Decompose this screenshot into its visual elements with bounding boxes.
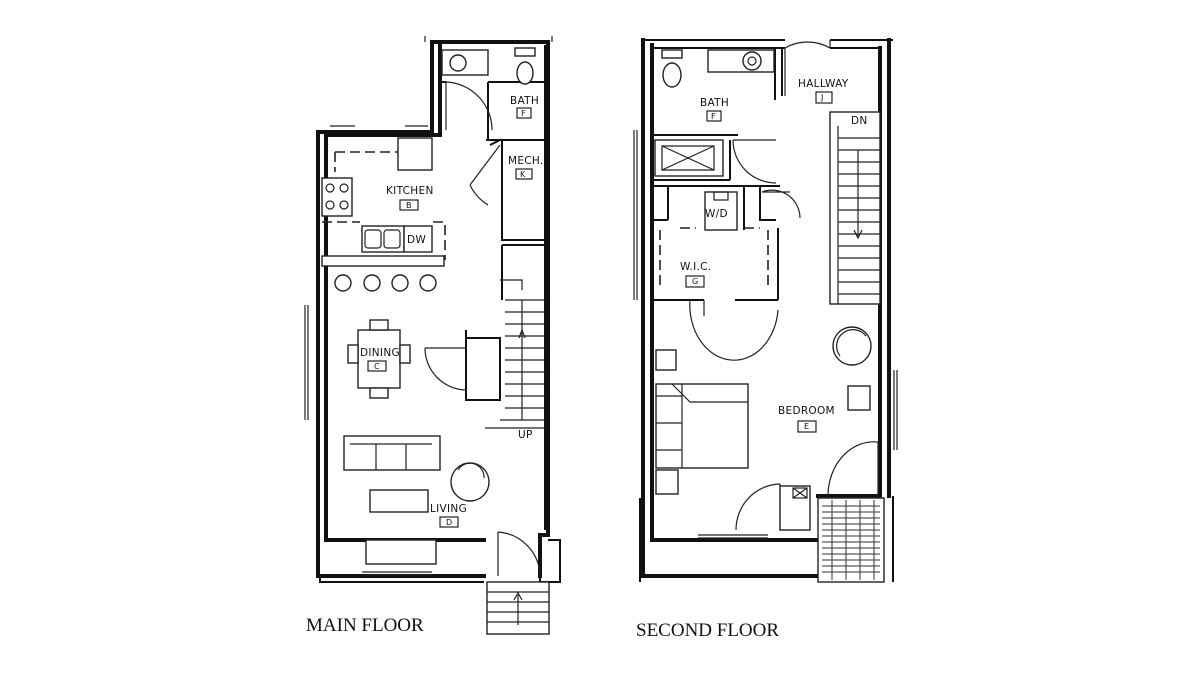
room-tag-mech: K [520, 170, 526, 179]
dishwasher-label: DW [407, 234, 426, 246]
living-armchair [450, 462, 490, 502]
kitchen-range [321, 177, 353, 217]
bedroom-armchair [832, 326, 872, 366]
hallway-door-swing [784, 40, 831, 96]
second-floor-plan: BATH F HALLWAY J W.I.C. G BEDROOM E W/D … [633, 38, 898, 641]
room-label-living: LIVING [430, 503, 467, 515]
room-label-bedroom: BEDROOM [778, 405, 835, 417]
room-label-wic: W.I.C. [680, 261, 711, 273]
room-label-bath-second: BATH [700, 97, 729, 109]
room-label-kitchen: KITCHEN [386, 185, 434, 197]
mech-door-swing [469, 144, 501, 206]
room-tag-living: D [446, 518, 452, 527]
bedroom-cabinet [779, 485, 811, 531]
room-label-dining: DINING [360, 347, 400, 359]
room-tag-kitchen: B [406, 201, 412, 210]
living-sofa [343, 435, 441, 471]
stair-label-up: UP [518, 429, 533, 441]
second-floor-walls [641, 38, 891, 578]
coffee-table [369, 489, 429, 513]
tv-console [365, 539, 437, 565]
kitchen-pantry [397, 137, 433, 171]
main-floor-walls [316, 40, 550, 578]
second-bath-walls [652, 48, 783, 187]
bed [655, 383, 749, 469]
bedroom-door-swing [735, 483, 781, 531]
main-bath-toilet [514, 47, 536, 57]
main-stairs-up [485, 279, 545, 429]
room-label-bath-main: BATH [510, 95, 539, 107]
main-floor-plan: DW [304, 36, 561, 636]
room-tag-bath-main: F [521, 109, 526, 118]
room-label-mech: MECH. [508, 155, 544, 167]
washer-dryer [704, 191, 738, 231]
floor-label-second: SECOND FLOOR [636, 620, 779, 641]
kitchen-upper-cabinets [334, 151, 398, 172]
second-bath-door-swing [732, 139, 777, 184]
main-entry-door-swing [497, 531, 541, 577]
wic-closet-rods [659, 227, 769, 290]
second-bath-vanity [707, 49, 775, 73]
floor-label-main: MAIN FLOOR [306, 615, 424, 636]
room-tag-bedroom: E [804, 422, 809, 431]
room-label-hallway: HALLWAY [798, 78, 849, 90]
room-tag-hallway: J [820, 93, 823, 102]
second-bath-toilet [661, 49, 683, 59]
nightstand-top [655, 349, 677, 371]
balcony-deck [817, 497, 885, 583]
main-entry-stairs [486, 581, 550, 635]
nightstand-bottom [655, 469, 679, 495]
second-stairs-down [829, 111, 881, 305]
main-bath-door-swing [445, 81, 493, 131]
dining-table [347, 319, 411, 399]
stair-label-dn: DN [851, 115, 868, 127]
room-tag-dining: C [374, 362, 380, 371]
side-table [847, 385, 871, 411]
bedroom-closet-door-swing [827, 441, 879, 497]
kitchen-island [321, 255, 445, 267]
dishwasher [403, 225, 433, 253]
wic-door-swing [689, 299, 779, 361]
bar-stools [334, 274, 437, 292]
wd-label: W/D [705, 208, 728, 220]
room-tag-bath-second: F [711, 112, 716, 121]
room-tag-wic: G [692, 277, 698, 286]
